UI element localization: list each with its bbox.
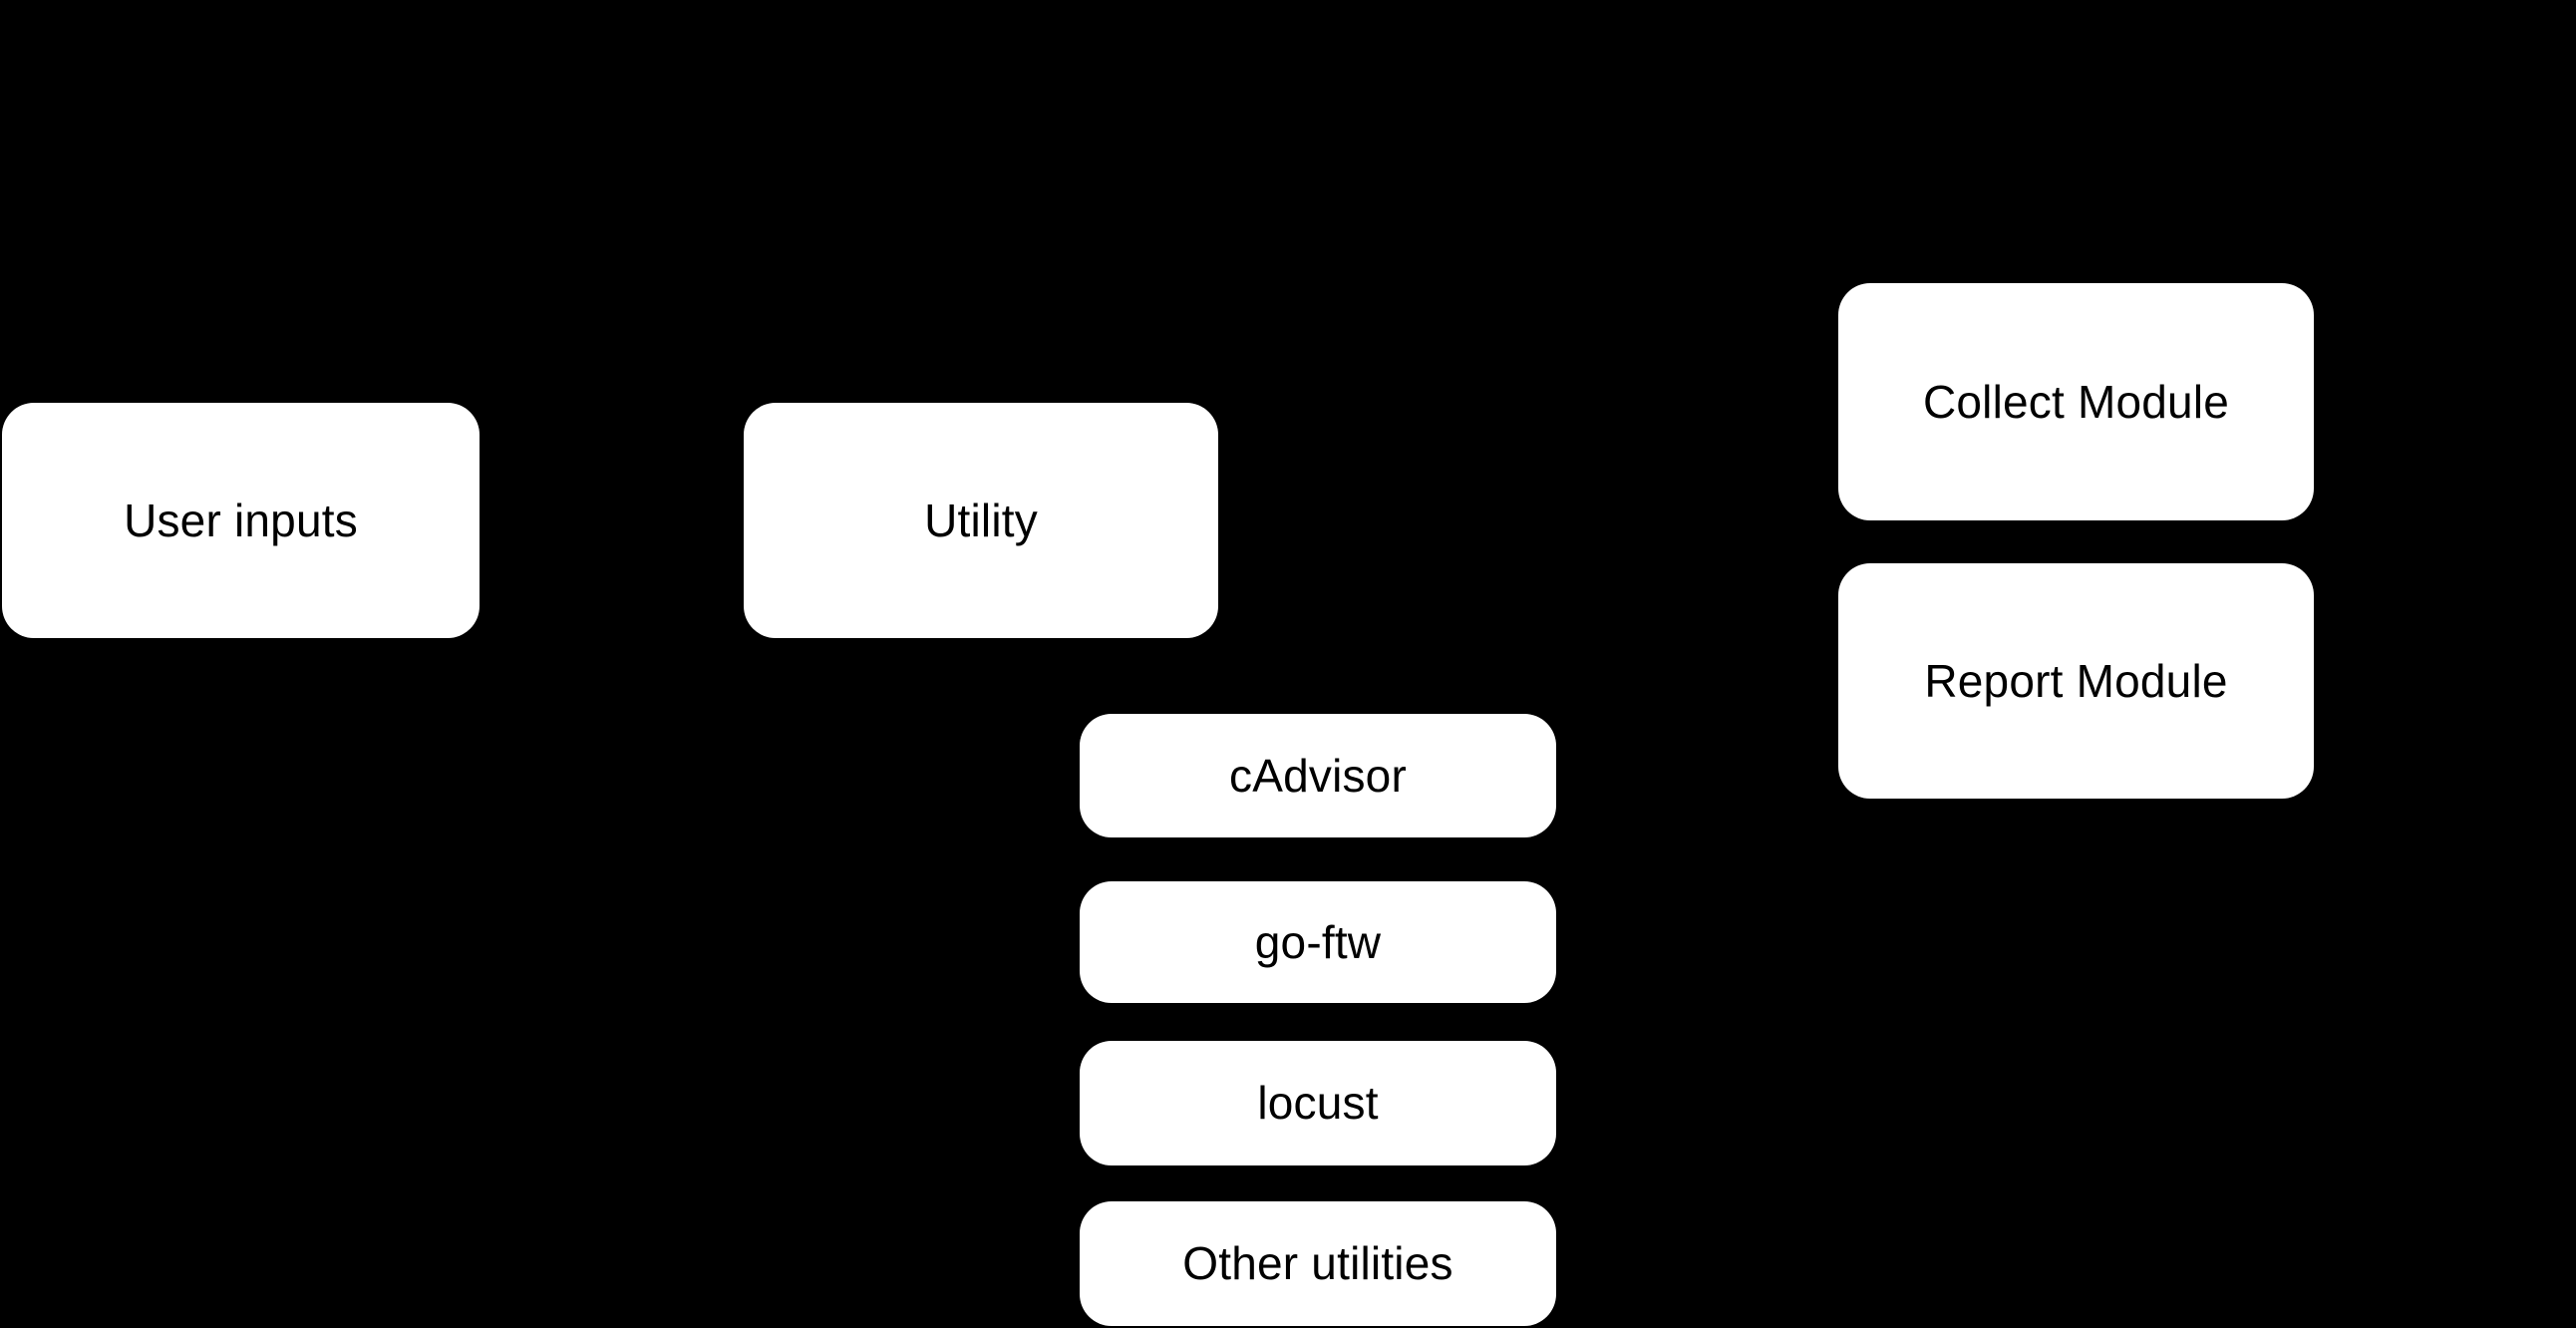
node-cadvisor[interactable]: cAdvisor [1080,714,1556,837]
node-other-utilities[interactable]: Other utilities [1080,1201,1556,1326]
node-label-other-utilities: Other utilities [1182,1237,1453,1290]
node-label-user-inputs: User inputs [124,494,358,546]
node-label-collect-module: Collect Module [1922,375,2230,428]
node-user-inputs[interactable]: User inputs [2,403,480,638]
node-locust[interactable]: locust [1080,1041,1556,1165]
node-label-report-module: Report Module [1924,654,2228,707]
node-label-locust: locust [1257,1077,1379,1130]
node-report-module[interactable]: Report Module [1838,563,2314,799]
node-go-ftw[interactable]: go-ftw [1080,881,1556,1003]
node-collect-module[interactable]: Collect Module [1838,283,2314,520]
node-label-utility: Utility [924,494,1038,546]
node-label-go-ftw: go-ftw [1254,915,1382,968]
node-utility[interactable]: Utility [744,403,1218,638]
node-label-cadvisor: cAdvisor [1229,749,1407,802]
